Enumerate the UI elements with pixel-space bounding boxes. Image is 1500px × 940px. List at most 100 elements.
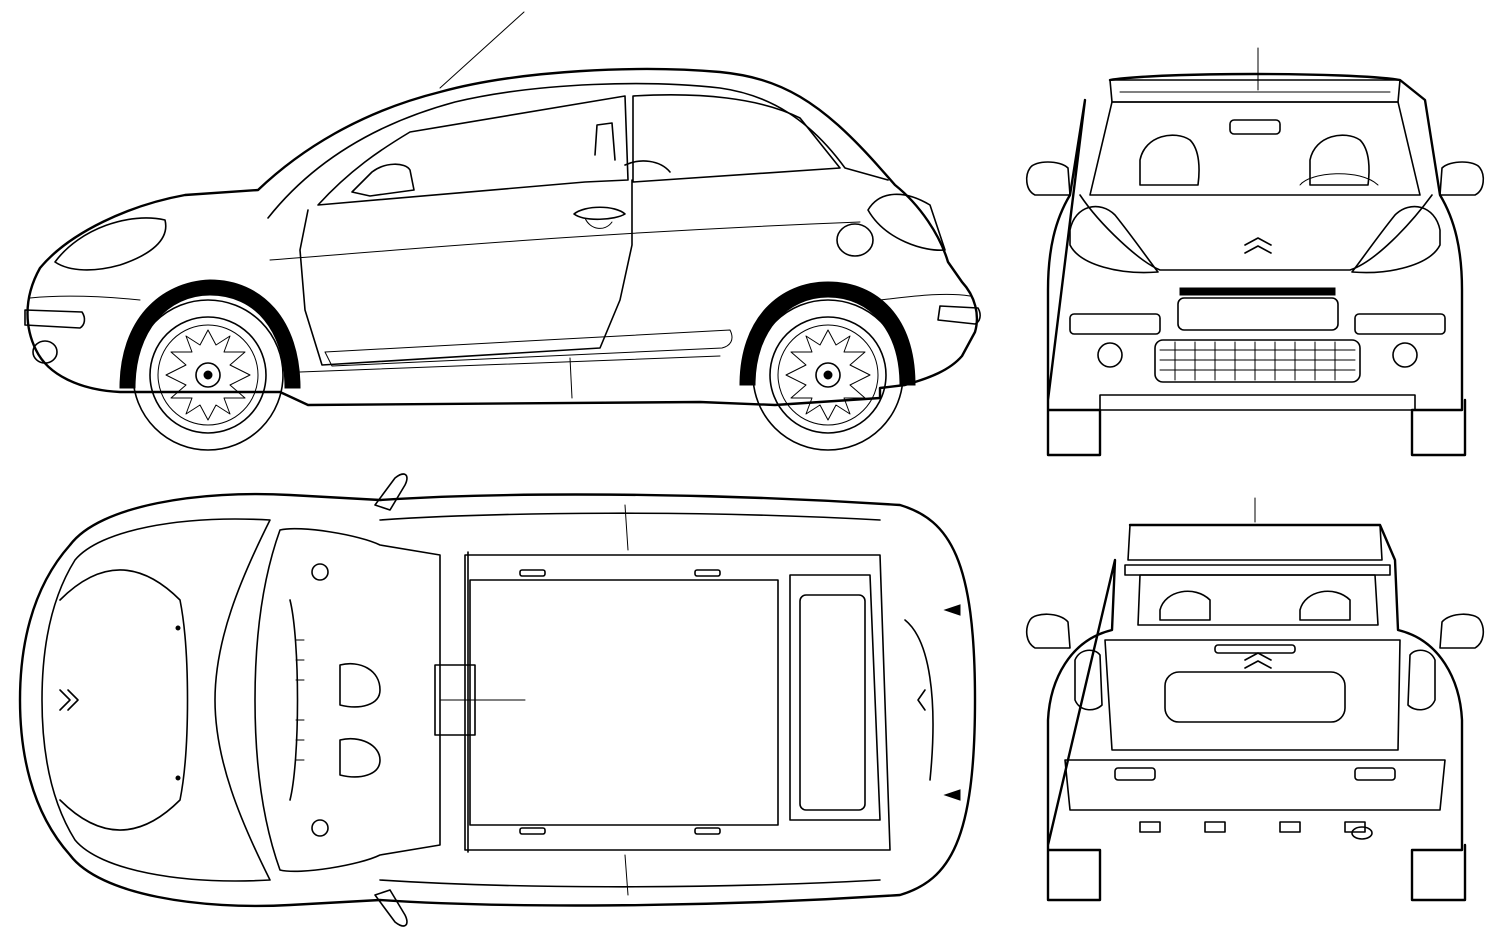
rear-diffuser bbox=[1139, 821, 1366, 833]
side-handle-pocket bbox=[584, 217, 613, 229]
top-roof-clip-1 bbox=[519, 569, 546, 577]
rear-body-outline bbox=[1046, 523, 1467, 902]
top-speaker-right bbox=[311, 819, 329, 837]
tail-light-left bbox=[1074, 649, 1103, 711]
rear-reflector-left bbox=[1114, 767, 1156, 781]
rear-wheel-arch bbox=[739, 281, 916, 386]
side-headlight bbox=[54, 217, 167, 271]
top-mirror-right bbox=[374, 889, 408, 927]
top-door-split-2 bbox=[624, 854, 629, 896]
top-speaker-left bbox=[311, 563, 329, 581]
side-rear-glass bbox=[632, 94, 841, 183]
side-door-handle bbox=[573, 206, 626, 221]
front-body-outline bbox=[1046, 72, 1467, 457]
front-seat-right bbox=[1309, 134, 1370, 186]
tail-light-right bbox=[1407, 649, 1436, 711]
fuel-cap bbox=[836, 223, 874, 257]
top-roof-clip-3 bbox=[519, 827, 546, 835]
top-rear-glass bbox=[799, 594, 866, 811]
front-wheel bbox=[132, 299, 284, 451]
top-roof-clip-2 bbox=[694, 569, 721, 577]
top-mirror-left bbox=[374, 473, 408, 511]
top-rear-marker-1 bbox=[943, 604, 961, 616]
mirror-left bbox=[1025, 161, 1071, 196]
washer-left bbox=[175, 625, 181, 631]
side-body-outline bbox=[26, 67, 979, 407]
rear-brake-light bbox=[1214, 644, 1296, 654]
top-door-split-1 bbox=[624, 504, 629, 551]
front-plate bbox=[1177, 297, 1339, 331]
front-wheel-spokes bbox=[165, 329, 251, 421]
side-shoulder-line bbox=[269, 221, 861, 261]
side-rear-bumper-line bbox=[879, 293, 971, 301]
front-logo bbox=[1244, 237, 1272, 254]
top-rear-marker-2 bbox=[943, 789, 961, 801]
rear-reflector-right bbox=[1354, 767, 1396, 781]
top-console bbox=[434, 664, 476, 736]
top-roof-clip-4 bbox=[694, 827, 721, 835]
front-indicator-left bbox=[1069, 313, 1161, 335]
lower-grille bbox=[1154, 339, 1361, 383]
top-windshield bbox=[254, 527, 441, 873]
exhaust-tip bbox=[1351, 826, 1373, 840]
side-sill-line bbox=[324, 329, 733, 367]
rear-bumper bbox=[1064, 759, 1446, 811]
top-roof-frame bbox=[464, 554, 891, 851]
rear-mirror-right bbox=[1439, 613, 1485, 649]
side-fog-light bbox=[32, 340, 58, 364]
antenna-side bbox=[439, 11, 525, 89]
rear-seat-left bbox=[1159, 590, 1211, 621]
rear-window bbox=[1137, 574, 1379, 626]
headlight-left bbox=[1069, 205, 1159, 274]
top-hood-inner bbox=[59, 569, 189, 831]
side-bumper-line bbox=[29, 295, 141, 301]
windshield bbox=[1089, 101, 1421, 196]
rear-wheel-spokes bbox=[785, 329, 871, 421]
top-door-upper bbox=[379, 512, 881, 521]
rear-plate-recess bbox=[1164, 671, 1346, 723]
top-hood bbox=[41, 518, 271, 882]
side-door-outline bbox=[299, 179, 633, 366]
washer-right bbox=[175, 775, 181, 781]
top-dash bbox=[289, 599, 299, 801]
side-glass-outline bbox=[317, 95, 629, 206]
honeycomb-mesh bbox=[1159, 341, 1356, 381]
side-mirror bbox=[351, 163, 415, 197]
rear-roof bbox=[1127, 524, 1383, 561]
mirror-right bbox=[1439, 161, 1485, 196]
front-roof bbox=[1109, 79, 1401, 103]
steering-wheel bbox=[1299, 173, 1379, 186]
fog-light-right bbox=[1392, 342, 1418, 368]
top-rear-hatch bbox=[904, 619, 934, 781]
top-roof-panel bbox=[469, 579, 779, 826]
side-front-indicator bbox=[24, 309, 86, 329]
top-door-lower bbox=[379, 879, 881, 888]
rear-view bbox=[1025, 497, 1485, 902]
top-front-logo bbox=[59, 689, 79, 711]
side-headrest bbox=[594, 122, 616, 161]
side-lower-line bbox=[299, 355, 721, 373]
side-rear-bumper bbox=[937, 305, 981, 325]
front-seat-left bbox=[1139, 134, 1200, 186]
side-tail-light bbox=[867, 193, 946, 251]
rear-tailgate bbox=[1104, 639, 1401, 751]
front-indicator-right bbox=[1354, 313, 1446, 335]
rear-seat-right bbox=[1299, 590, 1351, 621]
front-wheel-arch bbox=[119, 279, 301, 389]
top-rear-logo bbox=[917, 689, 926, 711]
top-body-outline bbox=[18, 492, 977, 908]
top-view bbox=[18, 473, 977, 927]
side-panel-split bbox=[569, 357, 573, 399]
rear-mirror-left bbox=[1025, 613, 1071, 649]
side-headrest-2 bbox=[624, 160, 671, 173]
headlight-right bbox=[1351, 205, 1441, 274]
fog-light-left bbox=[1097, 342, 1123, 368]
front-upper-grille bbox=[1179, 287, 1336, 296]
hood bbox=[1079, 194, 1433, 271]
top-seats bbox=[339, 663, 381, 778]
front-lower-bumper bbox=[1099, 394, 1416, 411]
rear-spoiler bbox=[1124, 564, 1391, 576]
top-vents bbox=[295, 639, 305, 761]
